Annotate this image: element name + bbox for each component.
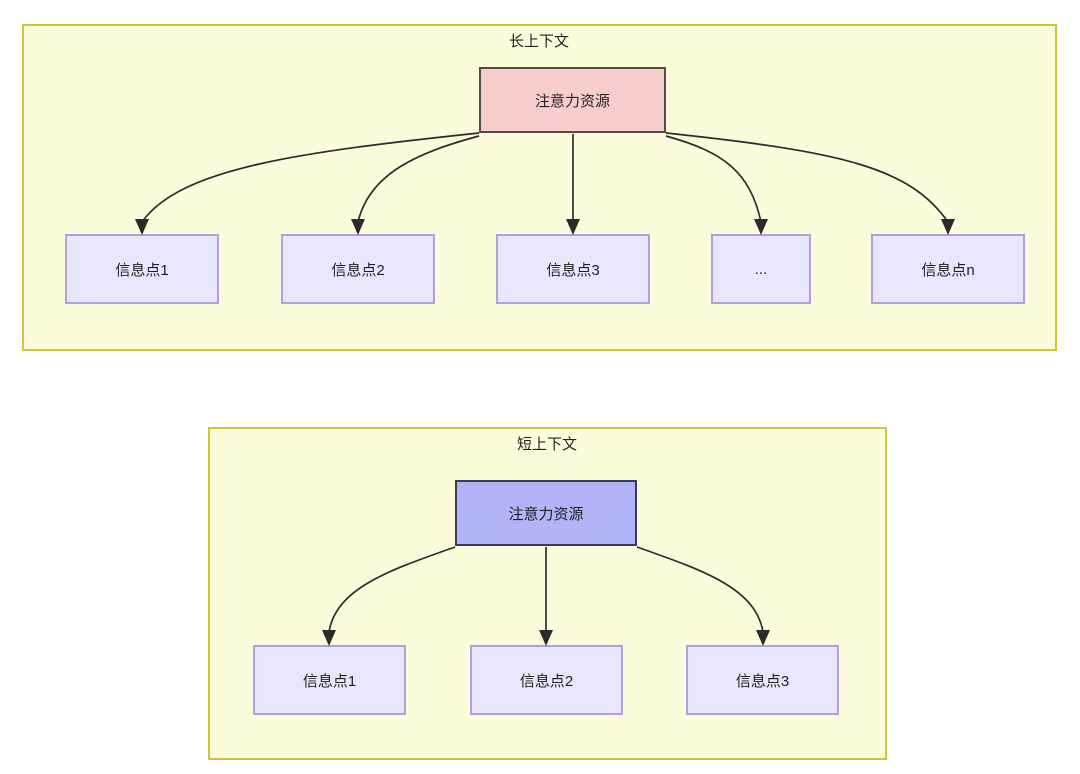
node-long-info-n[interactable]: 信息点n	[871, 234, 1025, 304]
node-short-info-2[interactable]: 信息点2	[470, 645, 623, 715]
node-label: ...	[754, 260, 768, 278]
node-label: 信息点2	[331, 261, 385, 279]
node-short-attention-resource[interactable]: 注意力资源	[455, 480, 637, 546]
node-label: 信息点2	[519, 672, 574, 690]
node-short-info-1[interactable]: 信息点1	[253, 645, 406, 715]
node-short-info-3[interactable]: 信息点3	[686, 645, 839, 715]
group-long-context-title: 长上下文	[508, 33, 570, 50]
node-label: 信息点3	[735, 672, 790, 690]
node-long-attention-resource[interactable]: 注意力资源	[479, 67, 666, 133]
node-label: 信息点n	[921, 261, 975, 279]
node-long-info-3[interactable]: 信息点3	[496, 234, 650, 304]
node-long-info-2[interactable]: 信息点2	[281, 234, 435, 304]
node-long-info-ellipsis[interactable]: ...	[711, 234, 811, 304]
node-label: 注意力资源	[508, 505, 584, 523]
group-short-context-title: 短上下文	[516, 436, 578, 453]
node-label: 信息点3	[546, 261, 600, 279]
node-label: 信息点1	[302, 672, 357, 690]
node-long-info-1[interactable]: 信息点1	[65, 234, 219, 304]
node-label: 信息点1	[115, 261, 169, 279]
node-label: 注意力资源	[534, 92, 610, 110]
